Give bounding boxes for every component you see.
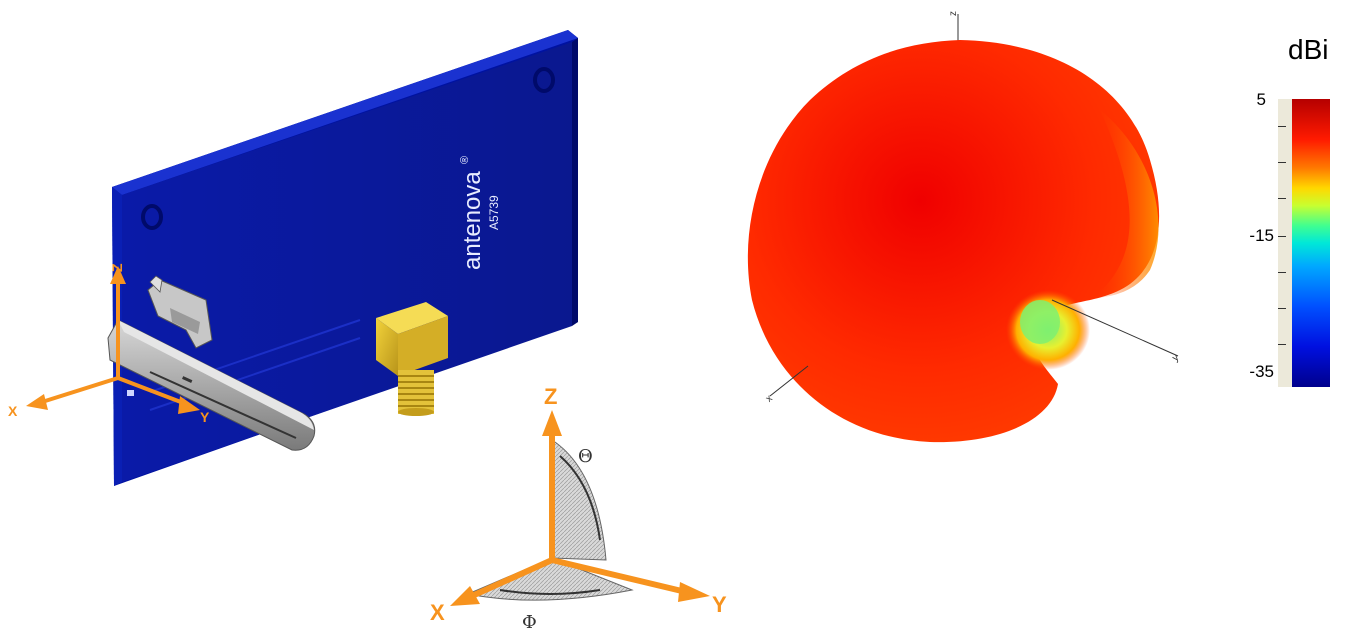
brand-text: antenova bbox=[459, 171, 486, 270]
antenna-axis-z-label: Z bbox=[109, 263, 125, 272]
svg-text:z: z bbox=[948, 11, 959, 16]
part-number-text: A5739 bbox=[487, 195, 501, 230]
colorbar-minor-tick bbox=[1278, 344, 1286, 345]
radiation-pattern: z y x bbox=[747, 11, 1181, 443]
colorbar-minor-tick bbox=[1278, 236, 1286, 237]
colorbar-minor-tick bbox=[1278, 272, 1286, 273]
colorbar-tick-minus-15: -15 bbox=[1249, 226, 1274, 245]
theta-label: Θ bbox=[578, 446, 593, 467]
antenna-component bbox=[107, 275, 316, 451]
colorbar-tick-minus-35: -35 bbox=[1249, 362, 1274, 381]
colorbar-minor-tick bbox=[1278, 126, 1286, 127]
brand-mark: ® bbox=[459, 156, 471, 164]
antenna-axis-y-label: Y bbox=[200, 409, 210, 425]
coordinate-diagram: Z X Y Θ Φ bbox=[430, 384, 727, 633]
colorbar-minor-tick bbox=[1278, 198, 1286, 199]
colorbar-minor-tick bbox=[1278, 162, 1286, 163]
antenna-axes bbox=[26, 266, 200, 414]
sma-connector bbox=[376, 302, 448, 416]
svg-text:x: x bbox=[764, 393, 775, 405]
colorbar-gradient bbox=[1292, 99, 1330, 387]
colorbar-tick-5: 5 bbox=[1256, 90, 1266, 109]
pcb-board: antenova ® A5739 bbox=[112, 30, 578, 486]
antenna-axis-x-label: X bbox=[8, 403, 18, 419]
colorbar-title: dBi bbox=[1288, 34, 1329, 65]
coord-x-label: X bbox=[430, 600, 445, 625]
phi-label: Φ bbox=[522, 612, 537, 633]
svg-text:y: y bbox=[1170, 352, 1181, 364]
coord-z-label: Z bbox=[544, 384, 557, 409]
mounting-hole bbox=[533, 67, 555, 93]
colorbar-minor-tick bbox=[1278, 308, 1286, 309]
colorbar-frame bbox=[1278, 99, 1292, 387]
mounting-hole bbox=[141, 204, 163, 230]
coord-y-label: Y bbox=[712, 592, 727, 617]
